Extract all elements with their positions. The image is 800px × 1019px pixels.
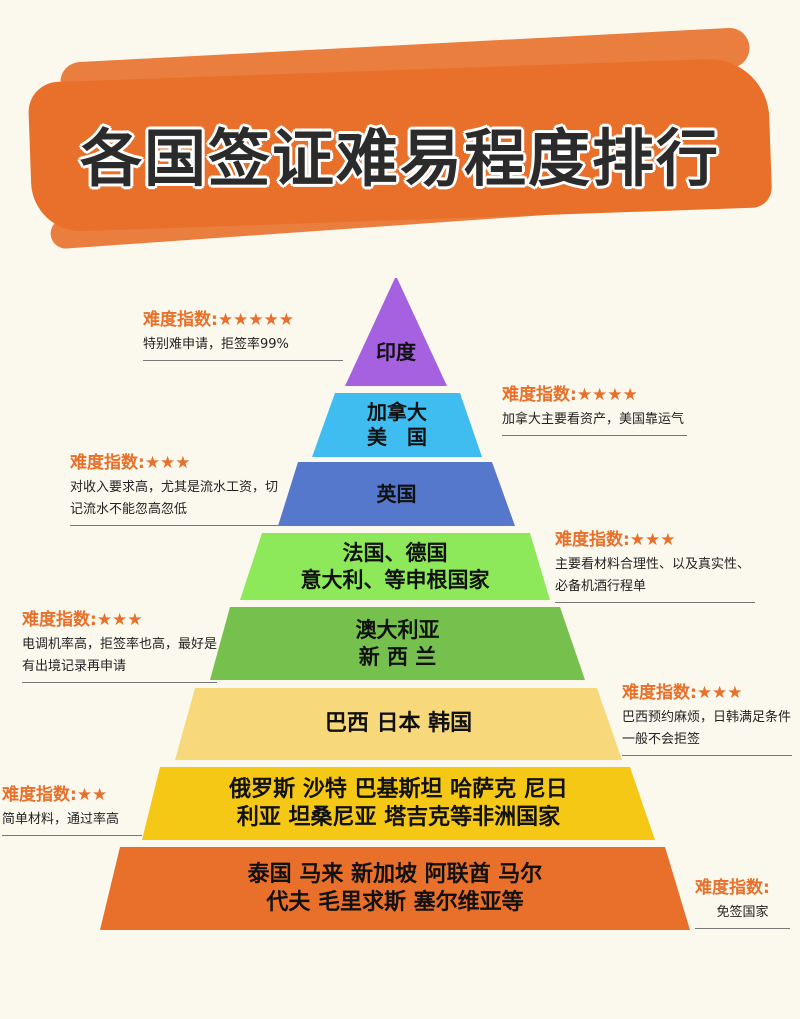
tier-label: 英国 (376, 481, 417, 506)
difficulty-label: 难度指数:★★★ (22, 605, 217, 630)
pyramid-tier-6: 巴西 日本 韩国 (175, 688, 622, 760)
divider (70, 525, 280, 526)
difficulty-label-text: 难度指数: (695, 878, 770, 898)
pyramid-tier-4: 法国、德国意大利、等申根国家 (240, 533, 550, 600)
difficulty-note: 难度指数:★★ 简单材料，通过率高 (2, 780, 142, 836)
pyramid-tier-1: 印度 (345, 278, 447, 386)
divider (695, 928, 790, 929)
difficulty-description: 简单材料，通过率高 (2, 812, 120, 827)
difficulty-label: 难度指数:★★ (2, 780, 142, 805)
pyramid-tier-2: 加拿大美 国 (312, 393, 482, 457)
tier-label: 美 国 (367, 425, 427, 449)
divider (622, 755, 792, 756)
difficulty-note: 难度指数:★★★★ 加拿大主要看资产，美国靠运气 (502, 380, 687, 436)
difficulty-note: 难度指数:★★★ 对收入要求高，尤其是流水工资，切记流水不能忽高忽低 (70, 448, 280, 526)
pyramid-tier-3: 英国 (278, 462, 515, 526)
tier-label: 代夫 毛里求斯 塞尔维亚等 (266, 889, 524, 915)
difficulty-label-text: 难度指数: (2, 785, 77, 805)
star-rating: ★★★★★ (217, 310, 295, 330)
pyramid-tier-5: 澳大利亚新 西 兰 (210, 607, 585, 680)
divider (143, 360, 343, 361)
difficulty-description: 电调机率高，拒签率也高，最好是有出境记录再申请 (22, 637, 218, 674)
difficulty-label: 难度指数: (695, 873, 790, 898)
divider (2, 835, 142, 836)
divider (22, 682, 217, 683)
tier-label: 法国、德国 (342, 541, 448, 566)
difficulty-label-text: 难度指数: (622, 683, 697, 703)
difficulty-label: 难度指数:★★★★★ (143, 305, 343, 330)
difficulty-note: 难度指数:★★★ 巴西预约麻烦，日韩满足条件一般不会拒签 (622, 678, 792, 756)
difficulty-description: 主要看材料合理性、以及真实性、必备机酒行程单 (555, 557, 751, 594)
difficulty-label: 难度指数:★★★ (70, 448, 280, 473)
tier-label: 泰国 马来 新加坡 阿联酋 马尔 (247, 862, 543, 887)
difficulty-note: 难度指数:★★★ 电调机率高，拒签率也高，最好是有出境记录再申请 (22, 605, 217, 683)
difficulty-label: 难度指数:★★★★ (502, 380, 687, 405)
difficulty-description: 巴西预约麻烦，日韩满足条件一般不会拒签 (622, 710, 792, 747)
page-title: 各国签证难易程度排行 (79, 122, 720, 195)
difficulty-note: 难度指数:★★★★★ 特别难申请，拒签率99% (143, 305, 343, 361)
divider (555, 602, 755, 603)
tier-label: 利亚 坦桑尼亚 塔吉克等非洲国家 (236, 804, 561, 830)
divider (502, 435, 687, 436)
tier-label: 俄罗斯 沙特 巴基斯坦 哈萨克 尼日 (229, 777, 568, 802)
tier-label: 新 西 兰 (358, 644, 437, 669)
tier-label: 澳大利亚 (355, 618, 440, 643)
star-rating: ★★ (76, 785, 108, 805)
star-rating: ★★★ (696, 683, 743, 703)
difficulty-description: 加拿大主要看资产，美国靠运气 (502, 412, 685, 427)
difficulty-label-text: 难度指数: (143, 310, 218, 330)
difficulty-label-text: 难度指数: (70, 453, 145, 473)
tier-label: 加拿大 (367, 400, 427, 424)
difficulty-description: 免签国家 (716, 905, 769, 920)
pyramid-tier-7: 俄罗斯 沙特 巴基斯坦 哈萨克 尼日利亚 坦桑尼亚 塔吉克等非洲国家 (142, 767, 655, 840)
difficulty-description: 特别难申请，拒签率99% (143, 337, 289, 352)
difficulty-label-text: 难度指数: (555, 530, 630, 550)
tier-label: 意大利、等申根国家 (300, 567, 490, 592)
difficulty-label-text: 难度指数: (22, 610, 97, 630)
tier-label: 巴西 日本 韩国 (324, 711, 473, 737)
star-rating: ★★★ (629, 530, 676, 550)
difficulty-label: 难度指数:★★★ (622, 678, 792, 703)
star-rating: ★★★ (96, 610, 143, 630)
difficulty-note: 难度指数: 免签国家 (695, 873, 790, 929)
tier-label: 印度 (376, 339, 416, 364)
difficulty-description: 对收入要求高，尤其是流水工资，切记流水不能忽高忽低 (70, 480, 279, 517)
difficulty-label: 难度指数:★★★ (555, 525, 755, 550)
star-rating: ★★★★ (576, 385, 638, 405)
difficulty-note: 难度指数:★★★ 主要看材料合理性、以及真实性、必备机酒行程单 (555, 525, 755, 603)
pyramid-tier-8: 泰国 马来 新加坡 阿联酋 马尔代夫 毛里求斯 塞尔维亚等 (100, 847, 690, 930)
difficulty-label-text: 难度指数: (502, 385, 577, 405)
star-rating: ★★★ (144, 453, 191, 473)
